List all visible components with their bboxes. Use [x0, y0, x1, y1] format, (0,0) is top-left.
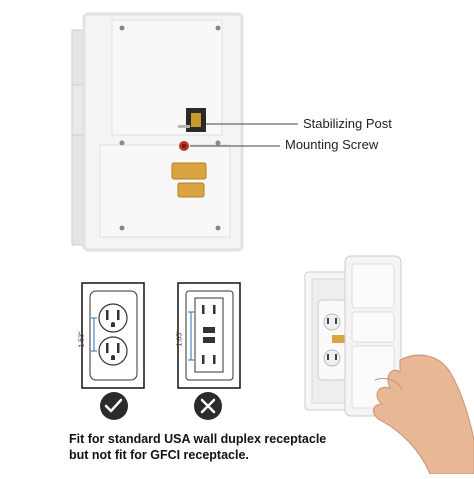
stabilizing-post	[178, 108, 206, 132]
checkmark-icon	[100, 392, 128, 420]
cross-icon	[194, 392, 222, 420]
gfci-outlet-diagram	[177, 282, 241, 389]
mounting-screw	[179, 141, 189, 151]
plug-prongs	[171, 162, 207, 198]
gfci-dimension-label: 1.65"	[176, 330, 184, 347]
stabilizing-post-label: Stabilizing Post	[303, 116, 392, 131]
installed-device-photo	[304, 255, 474, 475]
duplex-dimension-label: 1.53"	[78, 331, 86, 348]
caption-line-1: Fit for standard USA wall duplex recepta…	[69, 432, 327, 446]
mounting-screw-label: Mounting Screw	[285, 137, 379, 152]
caption-line-2: but not fit for GFCI receptacle.	[69, 448, 249, 462]
device-back-view	[71, 12, 244, 252]
duplex-outlet-diagram	[81, 282, 145, 389]
